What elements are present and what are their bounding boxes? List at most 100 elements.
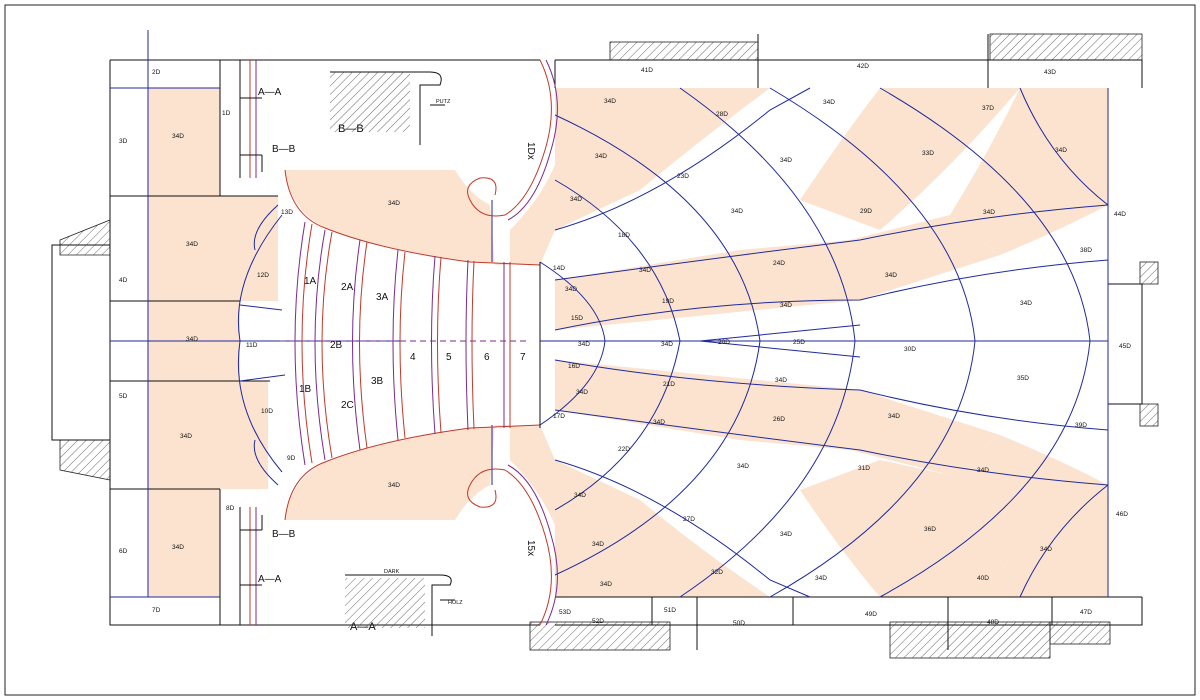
panel-2d: 2D bbox=[152, 69, 161, 76]
panel-53d: 53D bbox=[559, 609, 571, 616]
panel-34d: 34D bbox=[565, 286, 577, 293]
step-2c: 2C bbox=[341, 400, 354, 411]
panel-41d: 41D bbox=[641, 67, 653, 74]
step-3a: 3A bbox=[376, 292, 389, 303]
panel-43d: 43D bbox=[1044, 69, 1056, 76]
panel-24d: 24D bbox=[773, 260, 785, 267]
panel-34d: 34D bbox=[388, 482, 400, 489]
panel-34d: 34D bbox=[775, 377, 787, 384]
note-holz: HOLZ bbox=[448, 600, 463, 606]
panel-34d: 34D bbox=[1040, 546, 1052, 553]
section-label-bb-bottom: B—B bbox=[272, 529, 296, 540]
panel-34d: 34D bbox=[731, 208, 743, 215]
step-1b: 1B bbox=[299, 384, 312, 395]
panel-8d: 8D bbox=[226, 505, 235, 512]
panel-47d: 47D bbox=[1080, 609, 1092, 616]
panel-25d: 25D bbox=[793, 339, 805, 346]
panel-34d: 34D bbox=[578, 341, 590, 348]
panel-34d: 34D bbox=[737, 463, 749, 470]
panel-18d: 18D bbox=[618, 232, 630, 239]
panel-34d: 34D bbox=[604, 98, 616, 105]
section-label-aa-detail: A—A bbox=[350, 621, 376, 633]
panel-26d: 26D bbox=[773, 416, 785, 423]
panel-52d: 52D bbox=[592, 618, 604, 625]
panel-34d: 34D bbox=[595, 153, 607, 160]
hatched-walls bbox=[59, 33, 1159, 659]
panel-40d: 40D bbox=[977, 575, 989, 582]
step-6: 6 bbox=[484, 352, 490, 363]
panel-6d: 6D bbox=[119, 548, 128, 555]
panel-34d: 34D bbox=[653, 419, 665, 426]
panel-34d: 34D bbox=[780, 302, 792, 309]
panel-39d: 39D bbox=[1075, 422, 1087, 429]
panel-42d: 42D bbox=[857, 63, 869, 70]
panel-34d: 34D bbox=[639, 267, 651, 274]
panel-5d: 5D bbox=[119, 393, 128, 400]
panel-34d: 34D bbox=[574, 492, 586, 499]
step-4: 4 bbox=[410, 352, 416, 363]
step-5: 5 bbox=[446, 352, 452, 363]
panel-12d: 12D bbox=[257, 272, 269, 279]
panel-grid-lines bbox=[110, 30, 1109, 598]
step-2b: 2B bbox=[330, 340, 343, 351]
panel-51d: 51D bbox=[664, 607, 676, 614]
panel-9d: 9D bbox=[287, 455, 296, 462]
panel-21d: 21D bbox=[663, 381, 675, 388]
panel-30d: 30D bbox=[904, 346, 916, 353]
step-2a: 2A bbox=[341, 282, 354, 293]
panel-34d: 34D bbox=[388, 200, 400, 207]
drawing-frame bbox=[4, 4, 1196, 696]
panel-35d: 35D bbox=[1017, 375, 1029, 382]
step-numbers: 1A 2A 3A 2B 1B 3B 2C 4 5 6 7 1Dx 15x bbox=[299, 142, 536, 556]
panel-34d: 34D bbox=[172, 544, 184, 551]
step-7: 7 bbox=[520, 352, 526, 363]
panel-34d: 34D bbox=[815, 575, 827, 582]
panel-48d: 48D bbox=[987, 619, 999, 626]
panel-14d: 14D bbox=[553, 265, 565, 272]
panel-34d: 34D bbox=[1055, 147, 1067, 154]
section-markers bbox=[239, 60, 455, 636]
panel-34d: 34D bbox=[885, 272, 897, 279]
panel-49d: 49D bbox=[865, 611, 877, 618]
panel-50d: 50D bbox=[733, 620, 745, 627]
panel-34d: 34D bbox=[576, 389, 588, 396]
panel-11d: 11D bbox=[246, 342, 258, 349]
section-label-aa-top: A—A bbox=[258, 87, 282, 98]
section-label-bb-top: B—B bbox=[272, 144, 296, 155]
panel-34d: 34D bbox=[600, 581, 612, 588]
step-1a: 1A bbox=[304, 276, 317, 287]
panel-34d: 34D bbox=[888, 413, 900, 420]
panel-36d: 36D bbox=[924, 526, 936, 533]
panel-34d: 34D bbox=[983, 209, 995, 216]
panel-44d: 44D bbox=[1114, 211, 1126, 218]
note-putz: PUTZ bbox=[436, 99, 451, 105]
panel-31d: 31D bbox=[858, 465, 870, 472]
section-label-aa-bottom: A—A bbox=[258, 574, 282, 585]
panel-23d: 23D bbox=[677, 173, 689, 180]
panel-7d: 7D bbox=[152, 607, 161, 614]
panel-22d: 22D bbox=[618, 446, 630, 453]
panel-27d: 27D bbox=[683, 516, 695, 523]
panel-34d: 34D bbox=[186, 336, 198, 343]
panel-labels: 2D 3D 4D 5D 6D 7D 1D 8D 9D 10D 11D 12D 1… bbox=[119, 63, 1131, 627]
panel-33d: 33D bbox=[922, 150, 934, 157]
panel-34d: 34D bbox=[186, 241, 198, 248]
panel-4d: 4D bbox=[119, 277, 128, 284]
panel-32d: 32D bbox=[711, 569, 723, 576]
panel-34d: 34D bbox=[1020, 300, 1032, 307]
panel-34d: 34D bbox=[780, 531, 792, 538]
shaded-fields bbox=[148, 88, 1108, 597]
step-3b: 3B bbox=[371, 376, 384, 387]
panel-34d: 34D bbox=[780, 157, 792, 164]
note-dark: DARK bbox=[384, 569, 400, 575]
panel-17d: 17D bbox=[553, 413, 565, 420]
panel-34d: 34D bbox=[592, 541, 604, 548]
panel-34d: 34D bbox=[172, 133, 184, 140]
panel-3d: 3D bbox=[119, 138, 128, 145]
panel-10d: 10D bbox=[261, 408, 273, 415]
panel-16d: 16D bbox=[568, 363, 580, 370]
panel-28d: 28D bbox=[716, 111, 728, 118]
panel-34d: 34D bbox=[977, 467, 989, 474]
panel-34d: 34D bbox=[180, 433, 192, 440]
